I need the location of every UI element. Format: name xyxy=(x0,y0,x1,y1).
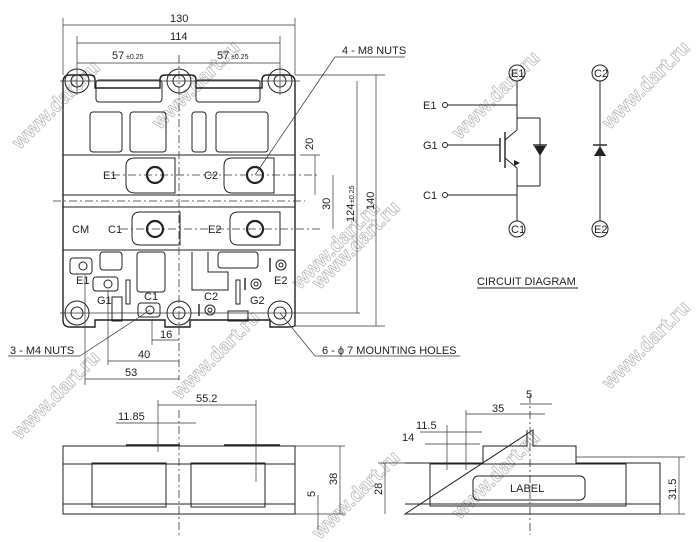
pin-g1: G1 xyxy=(423,140,438,152)
dim-16: 16 xyxy=(160,329,172,341)
watermark: www.dart.ru xyxy=(7,347,104,444)
watermarks: www.dart.ru www.dart.ru www.dart.ru www.… xyxy=(7,36,695,542)
watermark: www.dart.ru xyxy=(167,307,264,404)
callout-m4-nuts: 3 - M4 NUTS xyxy=(10,345,74,357)
dim-57-right: 57 xyxy=(217,50,229,62)
m8-nut xyxy=(245,219,265,239)
dim-11-85: 11.85 xyxy=(118,411,145,423)
terminal-label-c1: C1 xyxy=(108,224,122,236)
watermark: www.dart.ru xyxy=(597,297,694,394)
terminal-label-small-c1: C1 xyxy=(144,291,158,303)
dim-30: 30 xyxy=(321,198,333,210)
label-cm: CM xyxy=(72,224,89,236)
circuit-diagram: E1 C1 E1 G1 C1 C2 E2 CIRCUIT DIAGRAM xyxy=(423,64,609,289)
diode-symbol xyxy=(593,144,607,156)
terminal-label-small-e2: E2 xyxy=(274,275,287,287)
circuit-diagram-title: CIRCUIT DIAGRAM xyxy=(477,276,576,288)
dim-53: 53 xyxy=(125,367,137,379)
node-c1: C1 xyxy=(511,224,525,236)
callout-m8-nuts: 4 - M8 NUTS xyxy=(342,45,406,57)
dim-31-5: 31.5 xyxy=(667,479,679,500)
node-e2: E2 xyxy=(594,224,607,236)
watermark: www.dart.ru xyxy=(597,37,694,134)
pin-e1: E1 xyxy=(423,100,436,112)
terminal-label-g2: G2 xyxy=(250,295,265,307)
igbt-symbol xyxy=(499,117,547,187)
side-view-left: 55.2 11.85 38 5 xyxy=(62,393,345,535)
dim-40: 40 xyxy=(138,349,150,361)
dim-114: 114 xyxy=(170,31,188,43)
dim-tolerance: ±0.25 xyxy=(349,185,356,203)
dim-35: 35 xyxy=(492,403,504,415)
dim-14: 14 xyxy=(402,432,414,444)
node-c2: C2 xyxy=(594,68,608,80)
dim-5-right: 5 xyxy=(526,389,532,401)
side-view-right: LABEL 5 35 11.5 14 28 31.5 xyxy=(373,389,685,535)
dim-tolerance: ±0.25 xyxy=(231,54,249,61)
watermark: www.dart.ru xyxy=(307,447,404,542)
dim-tolerance: ±0.25 xyxy=(126,54,144,61)
dim-28: 28 xyxy=(373,483,385,495)
dim-130: 130 xyxy=(170,13,188,25)
dim-5-left: 5 xyxy=(306,491,318,497)
watermark: www.dart.ru xyxy=(447,47,544,144)
terminal-label-small-c2: C2 xyxy=(204,291,218,303)
terminal-label-g1: G1 xyxy=(97,295,112,307)
dim-11-5: 11.5 xyxy=(416,420,437,432)
terminal-label-c2: C2 xyxy=(204,170,218,182)
terminal-label-e1: E1 xyxy=(103,170,116,182)
dim-20: 20 xyxy=(304,138,316,150)
terminal-label-e2: E2 xyxy=(208,224,221,236)
dim-124: 124 xyxy=(345,204,357,222)
pin-c1: C1 xyxy=(423,190,437,202)
top-dimensions: 130 114 57 ±0.25 57 ±0.25 140 124 ±0.25 … xyxy=(62,13,385,385)
dim-140: 140 xyxy=(365,192,377,210)
dim-57-left: 57 xyxy=(112,50,124,62)
dim-38: 38 xyxy=(328,473,340,485)
callout-mounting-holes: 6 - ϕ 7 MOUNTING HOLES xyxy=(322,345,457,357)
node-e1: E1 xyxy=(511,68,524,80)
top-view: E1 C2 CM C1 E2 E1 G1 C1 C2 G2 E2 130 114… xyxy=(8,13,460,385)
terminal-label-small-e1: E1 xyxy=(76,275,89,287)
label-plate: LABEL xyxy=(510,483,544,495)
dim-55-2: 55.2 xyxy=(196,393,217,405)
